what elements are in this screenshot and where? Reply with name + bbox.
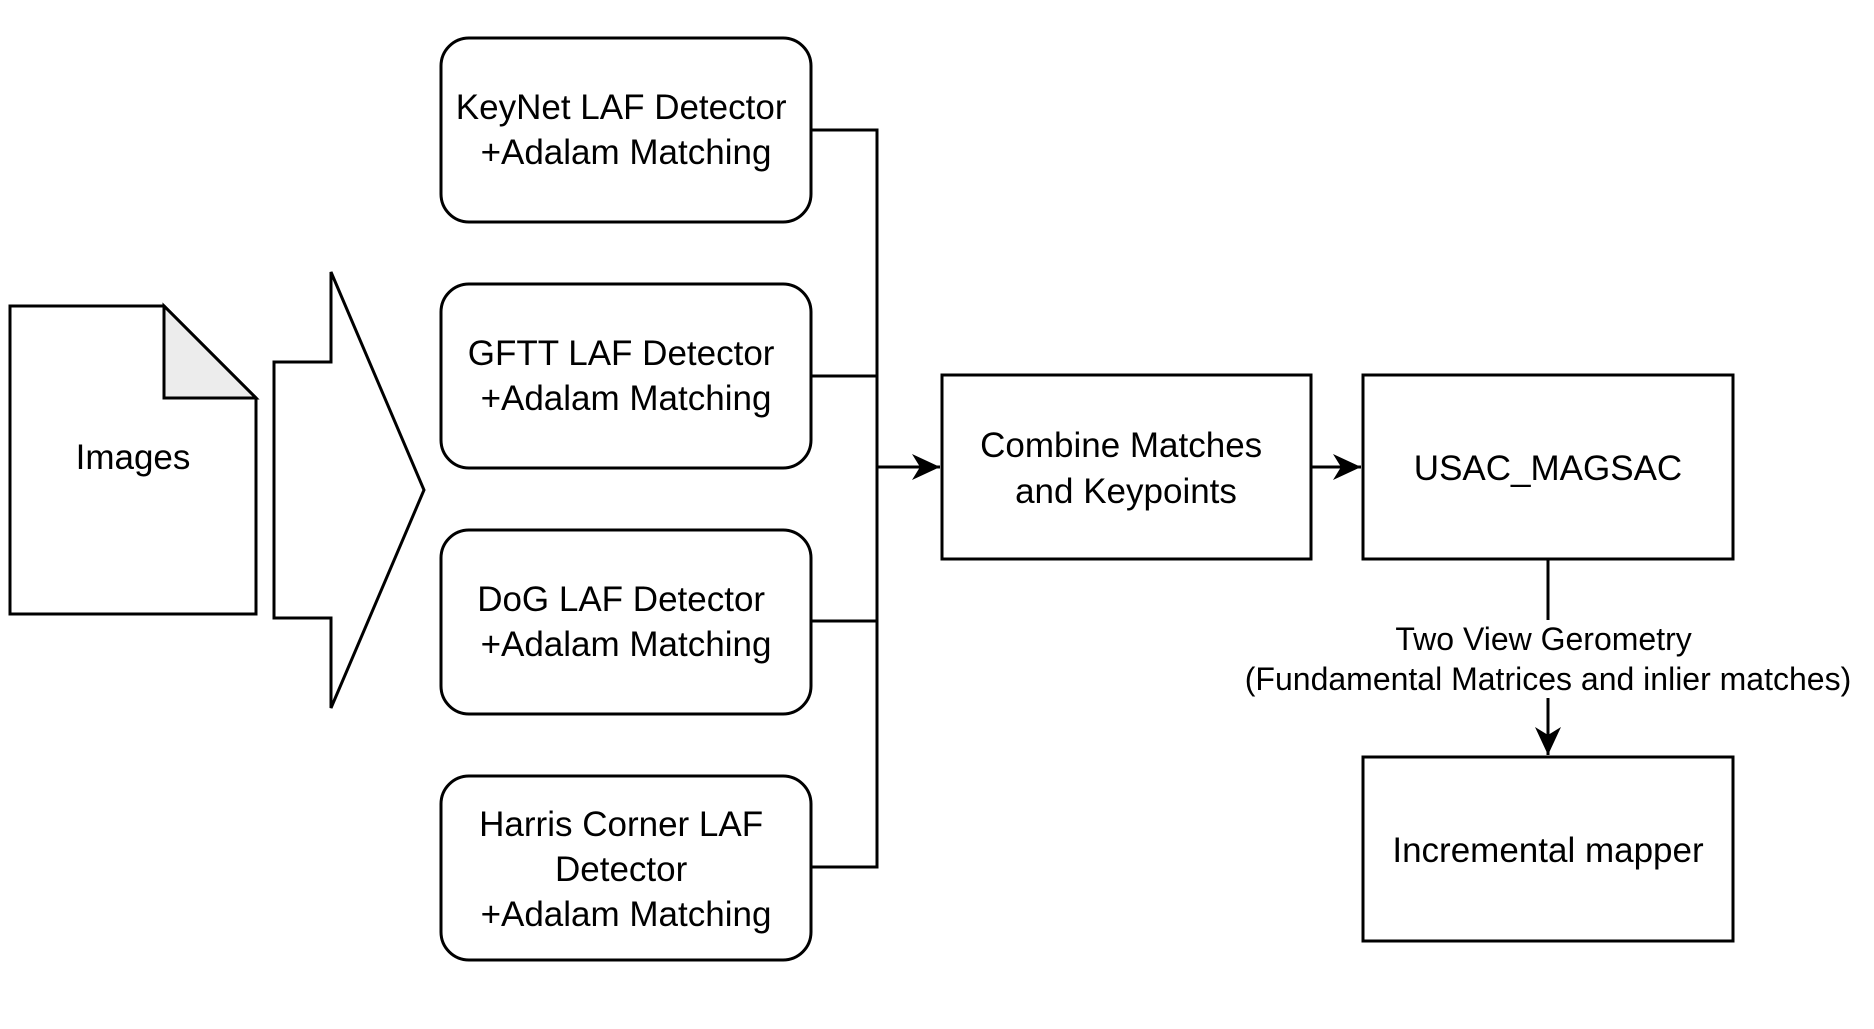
incremental-mapper-node: Incremental mapper	[1361, 755, 1735, 943]
big-right-arrow-icon	[272, 271, 426, 709]
images-document-node: Images	[8, 302, 260, 616]
dog-detector-node: DoG LAF Detector +Adalam Matching	[439, 528, 813, 716]
dog-detector-label: DoG LAF Detector +Adalam Matching	[477, 580, 775, 664]
usac-magsac-node: USAC_MAGSAC	[1361, 373, 1735, 561]
detector-connectors	[811, 128, 940, 869]
harris-connector	[811, 467, 879, 869]
two-view-geometry-label: Two View Gerometry (Fundamental Matrices…	[1245, 621, 1851, 697]
combine-label: Combine Matches and Keypoints	[980, 426, 1272, 511]
gftt-connector	[811, 374, 879, 467]
combine-node: Combine Matches and Keypoints	[940, 373, 1313, 561]
dog-connector	[811, 467, 879, 623]
incremental-mapper-label: Incremental mapper	[1392, 831, 1704, 870]
harris-detector-node: Harris Corner LAF Detector +Adalam Match…	[439, 774, 813, 962]
usac-magsac-label: USAC_MAGSAC	[1414, 449, 1682, 488]
gftt-detector-node: GFTT LAF Detector +Adalam Matching	[439, 282, 813, 470]
keynet-connector	[811, 128, 879, 467]
images-label: Images	[76, 438, 191, 477]
keynet-detector-node: KeyNet LAF Detector +Adalam Matching	[439, 36, 813, 224]
keynet-detector-label: KeyNet LAF Detector +Adalam Matching	[456, 88, 796, 172]
gftt-detector-label: GFTT LAF Detector +Adalam Matching	[468, 334, 784, 418]
harris-detector-label: Harris Corner LAF Detector +Adalam Match…	[479, 805, 773, 934]
